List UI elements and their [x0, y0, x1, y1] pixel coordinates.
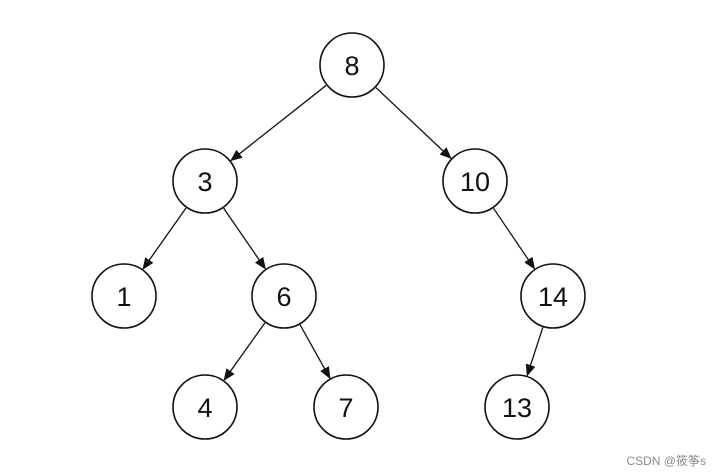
node-circle	[442, 148, 508, 214]
edge-arrow	[230, 84, 327, 162]
node-circle	[484, 374, 550, 440]
node-label: 7	[338, 393, 353, 423]
node-label: 14	[538, 282, 568, 312]
node-label: 1	[116, 282, 131, 312]
node-circle	[172, 374, 238, 440]
node-label: 8	[344, 51, 359, 81]
edge-arrow	[142, 207, 187, 270]
nodes-layer: 8 3 10 1 6 14 4 7 13	[91, 32, 586, 440]
tree-node: 10	[442, 148, 508, 214]
node-label: 10	[460, 167, 490, 197]
node-circle	[520, 263, 586, 329]
edge-arrow	[223, 207, 266, 270]
node-label: 4	[197, 393, 212, 423]
edge-arrow	[299, 324, 331, 380]
node-circle	[251, 263, 317, 329]
tree-node: 8	[319, 32, 385, 98]
tree-node: 7	[313, 374, 379, 440]
tree-node: 1	[91, 263, 157, 329]
tree-node: 14	[520, 263, 586, 329]
tree-node: 4	[172, 374, 238, 440]
node-label: 6	[276, 282, 291, 312]
node-label: 13	[502, 393, 532, 423]
tree-node: 6	[251, 263, 317, 329]
node-circle	[313, 374, 379, 440]
tree-node: 3	[172, 148, 238, 214]
tree-node: 13	[484, 374, 550, 440]
edges-layer	[142, 84, 544, 381]
node-label: 3	[197, 167, 212, 197]
watermark: CSDN @筱筝s	[626, 454, 706, 468]
node-circle	[91, 263, 157, 329]
edge-arrow	[223, 322, 266, 381]
edge-arrow	[375, 87, 452, 160]
edge-arrow	[525, 327, 544, 377]
node-circle	[172, 148, 238, 214]
node-circle	[319, 32, 385, 98]
edge-arrow	[492, 207, 536, 270]
